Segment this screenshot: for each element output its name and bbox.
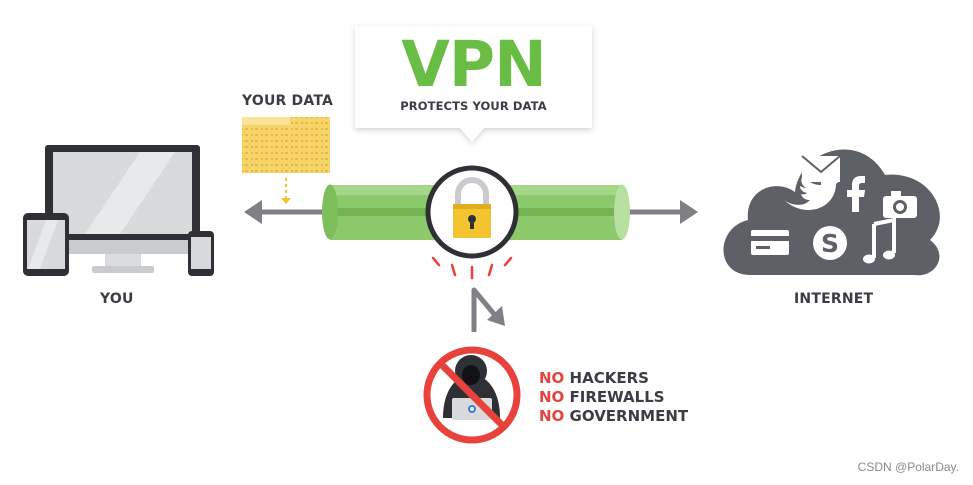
threat-prefix: NO	[539, 388, 565, 406]
credit-card-icon	[751, 230, 789, 255]
threat-firewalls: NO FIREWALLS	[539, 388, 665, 406]
internet-label: INTERNET	[794, 291, 874, 307]
vpn-title: VPN	[401, 28, 547, 101]
phone-icon	[188, 231, 214, 276]
threat-text: FIREWALLS	[564, 388, 665, 406]
vpn-callout	[355, 26, 592, 142]
vpn-subtitle: PROTECTS YOUR DATA	[400, 99, 547, 113]
facebook-icon	[847, 176, 865, 212]
skype-icon: S	[813, 226, 847, 260]
threat-prefix: NO	[539, 369, 565, 387]
svg-text:S: S	[821, 229, 839, 258]
threat-text: GOVERNMENT	[564, 407, 689, 425]
padlock-icon	[425, 165, 519, 259]
tablet-icon	[23, 213, 69, 276]
data-folder-icon	[242, 117, 330, 204]
laptop-icon	[45, 145, 200, 273]
threat-hackers: NO HACKERS	[539, 369, 649, 387]
mail-icon	[801, 155, 841, 182]
threat-text: HACKERS	[564, 369, 649, 387]
your-data-label: YOUR DATA	[242, 93, 334, 109]
twitter-icon	[784, 176, 840, 210]
you-label: YOU	[100, 291, 134, 307]
prohibited-icon	[423, 346, 521, 444]
threat-government: NO GOVERNMENT	[539, 407, 688, 425]
alert-rays	[431, 256, 513, 280]
threat-prefix: NO	[539, 407, 565, 425]
left-arrow	[244, 200, 330, 224]
music-icon	[863, 217, 896, 264]
camera-icon	[883, 191, 917, 218]
right-arrow	[620, 200, 698, 224]
watermark: CSDN @PolarDay.	[857, 460, 959, 474]
deflect-arrow	[471, 287, 505, 332]
